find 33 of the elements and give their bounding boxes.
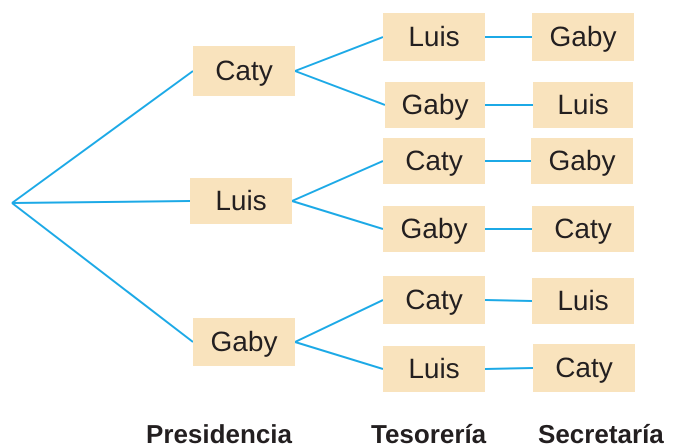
connector-line — [292, 160, 384, 202]
name-box: Luis — [383, 346, 485, 392]
column-heading: Presidencia — [146, 418, 292, 448]
name-box: Caty — [193, 46, 295, 96]
name-box: Luis — [533, 82, 633, 128]
name-box: Gaby — [531, 138, 633, 184]
column-heading: Secretaría — [538, 418, 664, 448]
name-box: Caty — [532, 206, 634, 252]
name-box: Luis — [190, 178, 292, 224]
connector-line — [294, 70, 386, 106]
connector-line — [12, 200, 190, 204]
connector-line — [485, 160, 531, 162]
name-box: Caty — [383, 276, 485, 324]
connector-line — [11, 70, 194, 204]
connector-line — [484, 299, 532, 302]
name-box: Gaby — [385, 82, 485, 128]
connector-line — [292, 200, 384, 230]
column-heading: Tesorería — [371, 418, 486, 448]
name-box: Gaby — [383, 206, 485, 252]
name-box: Gaby — [193, 318, 295, 366]
connector-line — [11, 202, 194, 343]
name-box: Luis — [532, 278, 634, 324]
name-box: Luis — [383, 13, 485, 61]
connector-line — [294, 36, 384, 72]
connector-line — [485, 228, 532, 230]
connector-line — [294, 341, 384, 370]
connector-line — [294, 299, 384, 343]
connector-line — [485, 36, 532, 38]
connector-line — [484, 367, 534, 370]
name-box: Caty — [533, 344, 635, 392]
name-box: Caty — [383, 138, 485, 184]
name-box: Gaby — [532, 13, 634, 61]
connector-line — [485, 104, 533, 106]
